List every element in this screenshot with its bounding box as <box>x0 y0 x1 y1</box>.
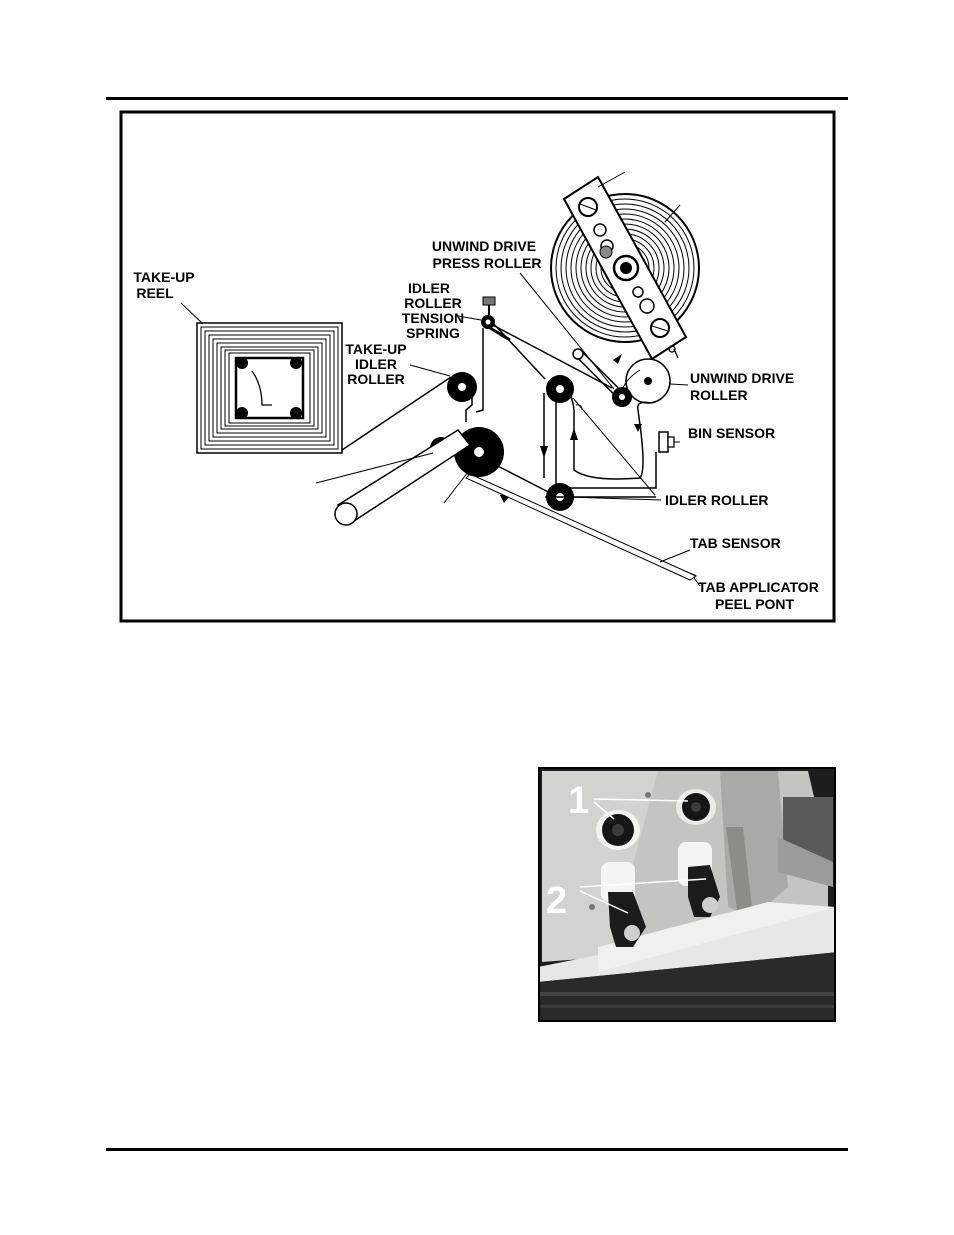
footer-rule <box>106 1148 848 1151</box>
reel-retaining-arm <box>562 175 688 361</box>
label-unwind-press-line2: PRESS ROLLER <box>433 255 542 271</box>
label-tab-sensor: TAB SENSOR <box>690 535 781 551</box>
bin-channel <box>540 354 657 489</box>
leader-lines <box>180 272 701 587</box>
label-idler-roller: IDLER ROLLER <box>665 492 768 508</box>
idler-roller-upper <box>546 375 574 403</box>
label-idler-tension-line4: SPRING <box>406 325 460 341</box>
diagram-frame <box>119 110 836 623</box>
take-up-reel <box>196 322 343 454</box>
label-idler-tension-line2: ROLLER <box>404 295 462 311</box>
take-up-idler-roller <box>447 372 477 402</box>
unwind-drive-press-roller <box>572 348 632 407</box>
label-idler-tension-line1: IDLER <box>408 280 450 296</box>
label-take-up-reel-line2: REEL <box>136 285 174 301</box>
label-take-up-reel-line1: TAKE-UP <box>133 269 194 285</box>
label-unwind-drive-line2: ROLLER <box>690 387 748 403</box>
label-take-up-idler-line2: IDLER <box>355 356 397 372</box>
tab-applicator-peel-plate <box>465 473 698 581</box>
label-tab-peel-line2: PEEL PONT <box>715 596 795 612</box>
photo-callout-2: 2 <box>546 880 567 922</box>
arm-leader <box>597 171 626 188</box>
unwind-reel <box>550 193 700 343</box>
label-unwind-press-line1: UNWIND DRIVE <box>432 238 536 254</box>
reel-leader <box>664 204 681 223</box>
photo-callout-1: 1 <box>568 780 589 822</box>
bin-sensor <box>658 431 675 453</box>
label-take-up-idler-line3: ROLLER <box>347 371 405 387</box>
unwind-drive-roller <box>625 358 671 404</box>
roller-photo: 1 2 <box>538 767 836 1022</box>
header-rule <box>106 97 848 100</box>
label-take-up-idler-line1: TAKE-UP <box>345 341 406 357</box>
press-arm <box>334 429 472 526</box>
label-tab-peel-line1: TAB APPLICATOR <box>698 579 819 595</box>
label-bin-sensor: BIN SENSOR <box>688 425 775 441</box>
label-unwind-drive-line1: UNWIND DRIVE <box>690 370 794 386</box>
label-idler-tension-line3: TENSION <box>402 310 464 326</box>
idler-roller-tension-spring <box>481 296 511 342</box>
